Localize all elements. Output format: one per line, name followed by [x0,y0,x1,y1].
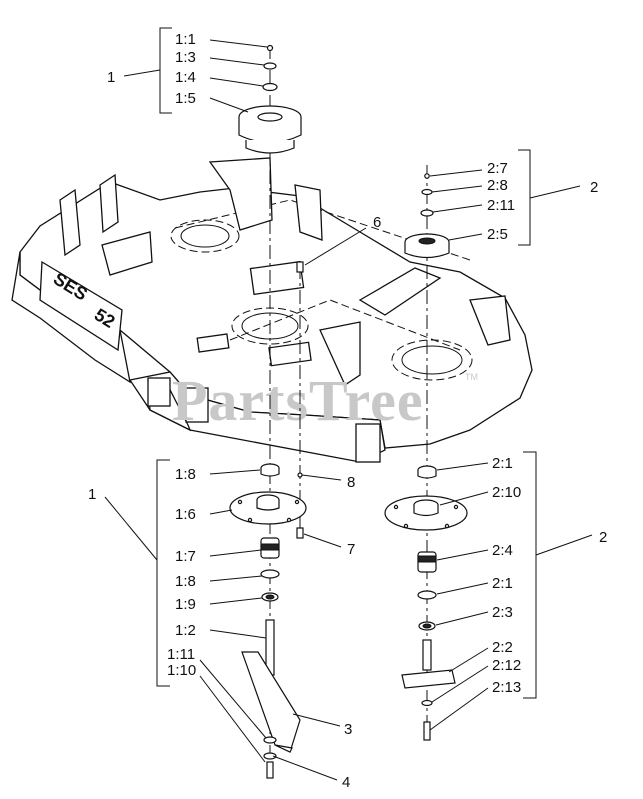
part-label: 2:3 [492,604,513,621]
callout-7: 7 [347,541,355,558]
top-right-part-labels: 2:7 2:8 2:11 2:5 [487,160,515,243]
callout-3: 3 [344,721,352,738]
part-label: 2:12 [492,657,521,674]
part-label: 2:4 [492,542,513,559]
bottom-right-spindle-stack [384,465,468,741]
part-label: 1:3 [175,49,196,66]
watermark-text: PartsTree [172,368,424,433]
part-label: 2:10 [492,484,521,501]
part-label: 2:7 [487,160,508,177]
part-label: 2:1 [492,455,513,472]
leader-lines [199,39,489,781]
part-label: 1:10 [167,662,196,679]
part-label: 2:8 [487,177,508,194]
part-label: 1:6 [175,506,196,523]
callout-6: 6 [373,214,381,231]
part-label: 1:4 [175,69,196,86]
part-label: 1:8 [175,466,196,483]
part-label: 1:7 [175,548,196,565]
callout-group-1-top: 1 [107,69,115,86]
part-label: 2:1 [492,575,513,592]
center-bolt [296,261,304,539]
watermark-tm: TM [465,372,478,382]
callout-group-2-bottom: 2 [599,529,607,546]
part-label: 2:5 [487,226,508,243]
part-label: 1:9 [175,596,196,613]
top-left-part-labels: 1:1 1:3 1:4 1:5 [175,31,196,107]
part-label: 1:11 [167,646,195,663]
part-label: 1:5 [175,90,196,107]
callout-4: 4 [342,774,350,791]
callout-8: 8 [347,474,355,491]
watermark: PartsTree TM [172,368,478,433]
part-label: 1:8 [175,573,196,590]
callout-brackets [104,27,593,699]
part-label: 2:2 [492,639,513,656]
callout-labels: 1 2 1 2 6 8 7 3 4 [88,69,607,791]
top-left-pulley-stack [238,44,302,154]
bottom-left-spindle-stack [229,463,307,779]
part-label: 1:1 [175,31,196,48]
bottom-left-part-labels: 1:8 1:6 1:7 1:8 1:9 1:2 1:11 1:10 [167,466,196,679]
part-label: 2:13 [492,679,521,696]
callout-group-1-bottom: 1 [88,486,96,503]
mower-deck: SES 52 [11,157,533,463]
bottom-right-part-labels: 2:1 2:10 2:4 2:1 2:3 2:2 2:12 2:13 [492,455,521,696]
part-label: 2:11 [487,197,515,214]
callout-group-2-top: 2 [590,179,598,196]
top-right-pulley-stack [404,173,450,259]
part-label: 1:2 [175,622,196,639]
